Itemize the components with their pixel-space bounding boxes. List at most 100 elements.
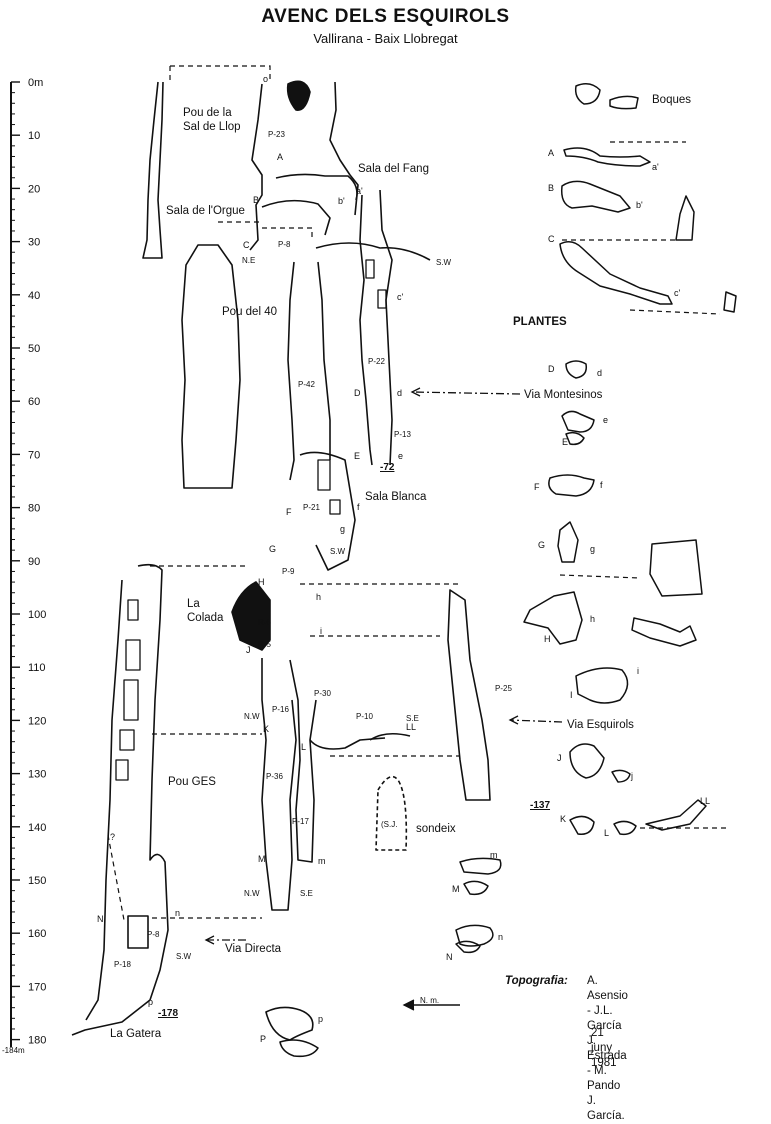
depth-scale-labels: 0m10203040506070809010011012013014015016… bbox=[28, 77, 46, 1047]
letter-o: o bbox=[263, 74, 269, 84]
letter-K: K bbox=[263, 724, 270, 734]
plan-letter-J: J bbox=[557, 753, 562, 763]
plan-letter-n: n bbox=[498, 932, 504, 942]
pitch-p25: P-25 bbox=[495, 684, 512, 693]
plan-letter-H: H bbox=[544, 634, 551, 644]
depth-tick-label: 110 bbox=[28, 662, 46, 674]
depth-tick-label: 120 bbox=[28, 715, 46, 727]
label-plantes: PLANTES bbox=[513, 316, 567, 328]
depth-label-72: -72 bbox=[380, 462, 395, 473]
depth-tick-label: 70 bbox=[28, 449, 40, 461]
plan-letter-i: i bbox=[637, 666, 639, 676]
label-boques: Boques bbox=[652, 94, 692, 106]
pillars-sala-blanca bbox=[317, 459, 341, 515]
entrance-blob bbox=[286, 80, 311, 111]
plan-c-end bbox=[723, 291, 737, 313]
label-sala-blanca: Sala Blanca bbox=[365, 491, 427, 503]
letter-H: H bbox=[258, 577, 265, 587]
pitch-p18: P-18 bbox=[114, 960, 131, 969]
plan-letter-F: F bbox=[534, 482, 540, 492]
shaft-sal-de-llop bbox=[142, 81, 164, 259]
letter-B: B bbox=[253, 195, 260, 205]
depth-tick-label: 130 bbox=[28, 769, 46, 781]
sala-blanca bbox=[299, 451, 356, 571]
plan-j2 bbox=[611, 769, 631, 783]
sondeix-inner-label: (S.J. bbox=[381, 820, 398, 829]
chamber-sala-orgue bbox=[261, 199, 331, 236]
plan-g bbox=[557, 521, 579, 563]
pitch-p30: P-30 bbox=[314, 689, 331, 698]
plan-i bbox=[575, 667, 629, 704]
plan-letter-j: j bbox=[631, 771, 633, 781]
plan-letter-LL: LL bbox=[700, 796, 711, 806]
north-arrow-label: N. m. bbox=[420, 996, 440, 1005]
pitch-p17: P-17 bbox=[292, 817, 309, 826]
shaft-central-left bbox=[261, 658, 297, 911]
letter-L: L bbox=[301, 742, 307, 752]
passage-sw bbox=[315, 242, 431, 261]
plan-letter-g: g bbox=[590, 544, 596, 554]
plan-a bbox=[563, 147, 651, 167]
depth-tick-label: 40 bbox=[28, 290, 40, 302]
label-via-esquirols: Via Esquirols bbox=[567, 719, 634, 731]
plan-letter-A: A bbox=[548, 148, 555, 158]
depth-tick-label: 140 bbox=[28, 822, 46, 834]
bottom-chamber-p bbox=[265, 1006, 314, 1041]
plan-view bbox=[455, 83, 737, 954]
compass-sw-3: S.W bbox=[176, 952, 192, 961]
compass-nw-1: N.W bbox=[244, 712, 260, 721]
letter-m: m bbox=[318, 856, 326, 866]
plan-n bbox=[455, 924, 494, 947]
bottom-chamber-p2 bbox=[279, 1039, 319, 1058]
plan-letter-K: K bbox=[560, 814, 567, 824]
depth-tick-label: 150 bbox=[28, 875, 46, 887]
letter-F: F bbox=[286, 507, 292, 517]
depth-tick-label: 90 bbox=[28, 556, 40, 568]
branch-montesinos-right bbox=[379, 189, 393, 466]
depth-tick-label: 170 bbox=[28, 981, 46, 993]
letter-p: p bbox=[148, 997, 154, 1007]
depth-tick-label: 60 bbox=[28, 396, 40, 408]
letter-c-prime: c' bbox=[397, 292, 404, 302]
pitch-p22: P-22 bbox=[368, 357, 385, 366]
compass-sw-2: S.W bbox=[330, 547, 346, 556]
shaft-central-right bbox=[289, 659, 317, 863]
label-sondeix: sondeix bbox=[416, 823, 456, 835]
question-mark: ? bbox=[110, 832, 116, 842]
plan-boques-1 bbox=[574, 83, 601, 105]
letter-e: e bbox=[398, 451, 404, 461]
plan-letter-N: N bbox=[446, 952, 453, 962]
letter-f: f bbox=[357, 502, 360, 512]
plan-letter-b-prime: b' bbox=[636, 200, 643, 210]
depth-tick-label: 10 bbox=[28, 130, 40, 142]
plan-l bbox=[613, 820, 637, 836]
pitch-r6: R-6 bbox=[258, 618, 271, 627]
letter-G: G bbox=[269, 544, 277, 554]
plan-letter-d: d bbox=[597, 368, 603, 378]
dashed-connectors bbox=[107, 65, 730, 921]
plan-letter-L: L bbox=[604, 828, 610, 838]
plan-k bbox=[569, 815, 595, 835]
compass-sw-1: S.W bbox=[436, 258, 452, 267]
pitch-p8-upper: P-8 bbox=[278, 240, 291, 249]
compass-se-2: S.E bbox=[300, 889, 313, 898]
label-la-gatera: La Gatera bbox=[110, 1028, 162, 1040]
passage-l bbox=[309, 737, 386, 750]
pitch-r5: R-5 bbox=[258, 640, 271, 649]
plan-ll bbox=[645, 799, 707, 831]
branch-montesinos-left bbox=[359, 194, 373, 466]
plan-letter-E: E bbox=[562, 437, 569, 447]
label-pou-ges: Pou GES bbox=[168, 776, 216, 788]
depth-tick-label: 180 bbox=[28, 1035, 46, 1047]
compass-se-1: S.E bbox=[406, 714, 419, 723]
shaft-entrance bbox=[249, 81, 359, 251]
label-pou-sal-de-llop: Pou de la Sal de Llop bbox=[183, 107, 241, 133]
pitch-p42: P-42 bbox=[298, 380, 315, 389]
pitch-p21: P-21 bbox=[303, 503, 320, 512]
plan-j bbox=[569, 743, 605, 779]
letter-A: A bbox=[277, 152, 284, 162]
depth-scale-ticks bbox=[11, 81, 20, 1041]
letter-D: D bbox=[354, 388, 361, 398]
plan-letter-h: h bbox=[590, 614, 596, 624]
depth-scale-bottom-label: -184m bbox=[2, 1046, 25, 1055]
